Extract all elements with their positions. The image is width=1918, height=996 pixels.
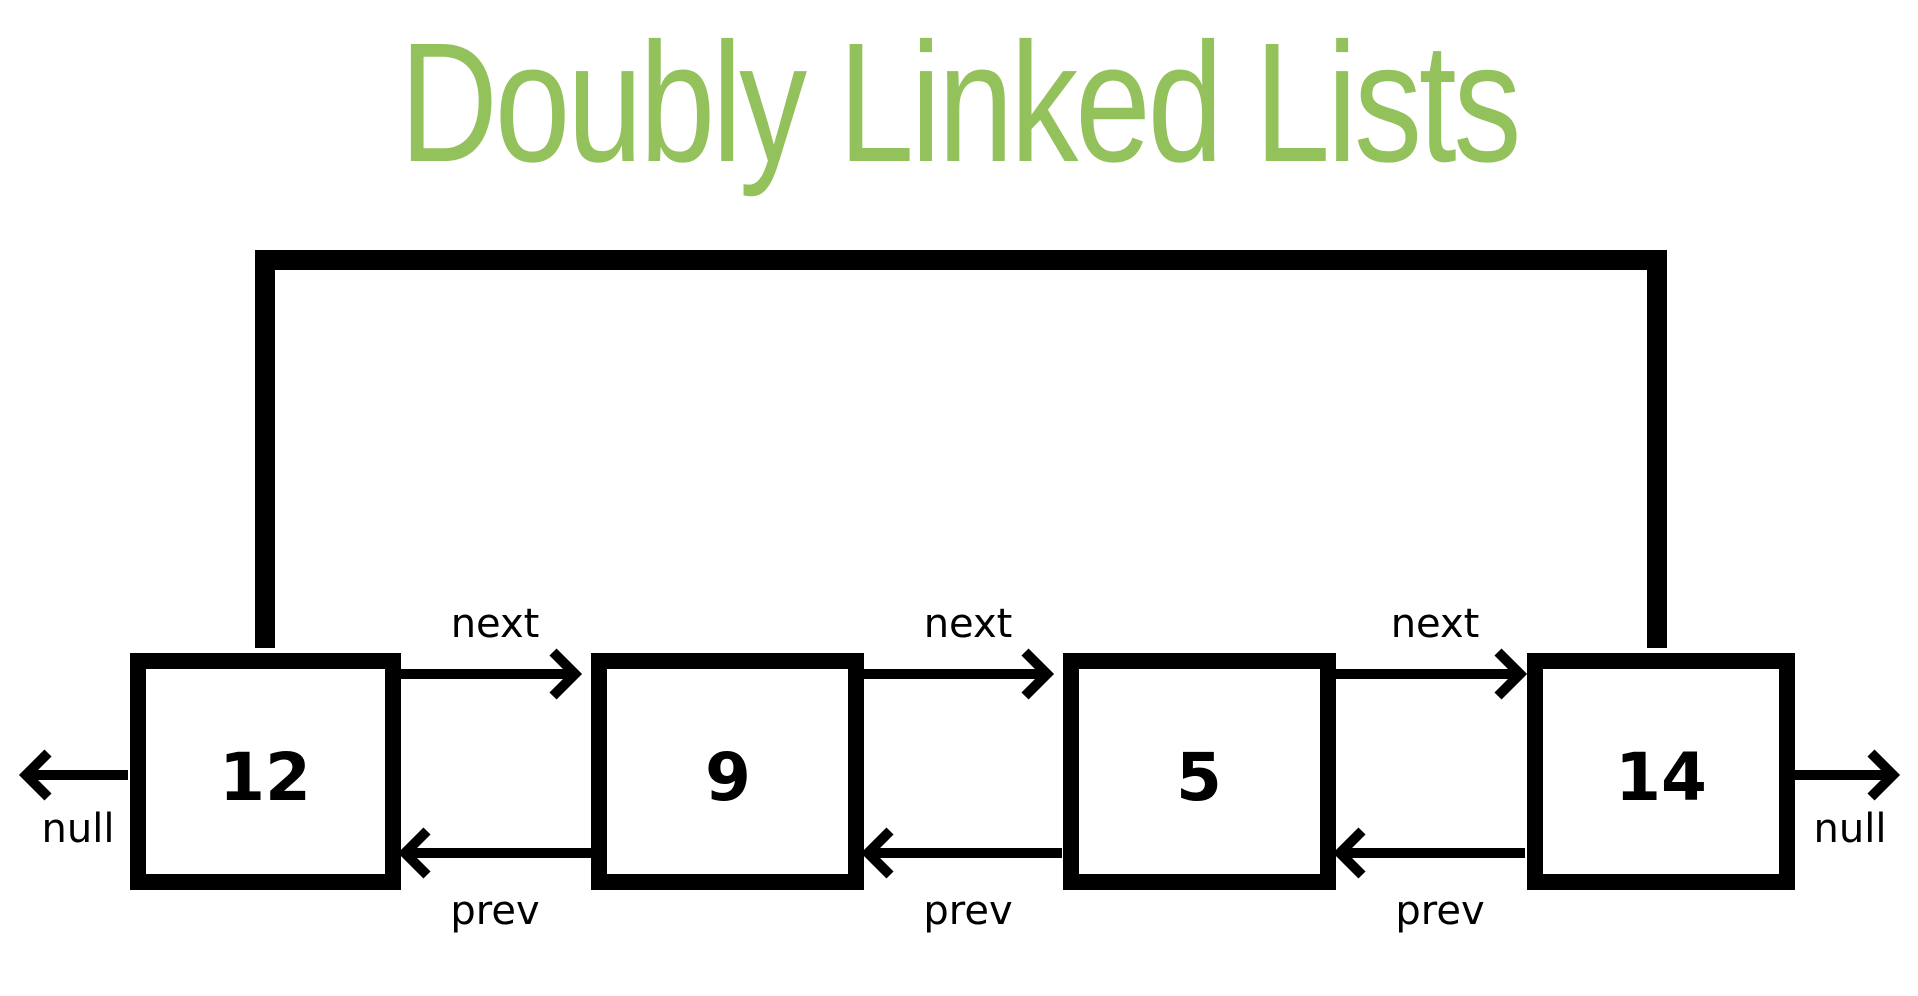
- node-1: 9: [591, 653, 864, 890]
- null-arrow-left: [18, 749, 128, 801]
- next-label: next: [1391, 601, 1480, 647]
- prev-arrow: [397, 827, 591, 879]
- node-box: [591, 653, 864, 890]
- next-arrow: [1336, 648, 1528, 700]
- next-arrow: [401, 648, 583, 700]
- node-value: 5: [1176, 739, 1222, 816]
- node-value: 14: [1615, 739, 1707, 816]
- prev-label: prev: [923, 888, 1012, 934]
- prev-arrow: [1332, 827, 1525, 879]
- next-arrow: [864, 648, 1055, 700]
- node-value: 9: [705, 739, 751, 816]
- node-box: [1063, 653, 1336, 890]
- node-box: [1527, 653, 1795, 890]
- prev-arrow: [860, 827, 1062, 879]
- node-0: 12: [130, 653, 401, 890]
- node-2: 5: [1063, 653, 1336, 890]
- null-label-left: null: [42, 806, 115, 852]
- circular-link-line: [255, 250, 1667, 648]
- diagram-title: Doubly Linked Lists: [399, 8, 1522, 198]
- prev-label: prev: [450, 888, 539, 934]
- null-label-right: null: [1814, 806, 1887, 852]
- null-arrow-right: [1795, 749, 1901, 801]
- node-box: [130, 653, 401, 890]
- next-label: next: [451, 601, 540, 647]
- node-value: 12: [219, 739, 311, 816]
- next-label: next: [924, 601, 1013, 647]
- node-3: 14: [1527, 653, 1795, 890]
- prev-label: prev: [1395, 888, 1484, 934]
